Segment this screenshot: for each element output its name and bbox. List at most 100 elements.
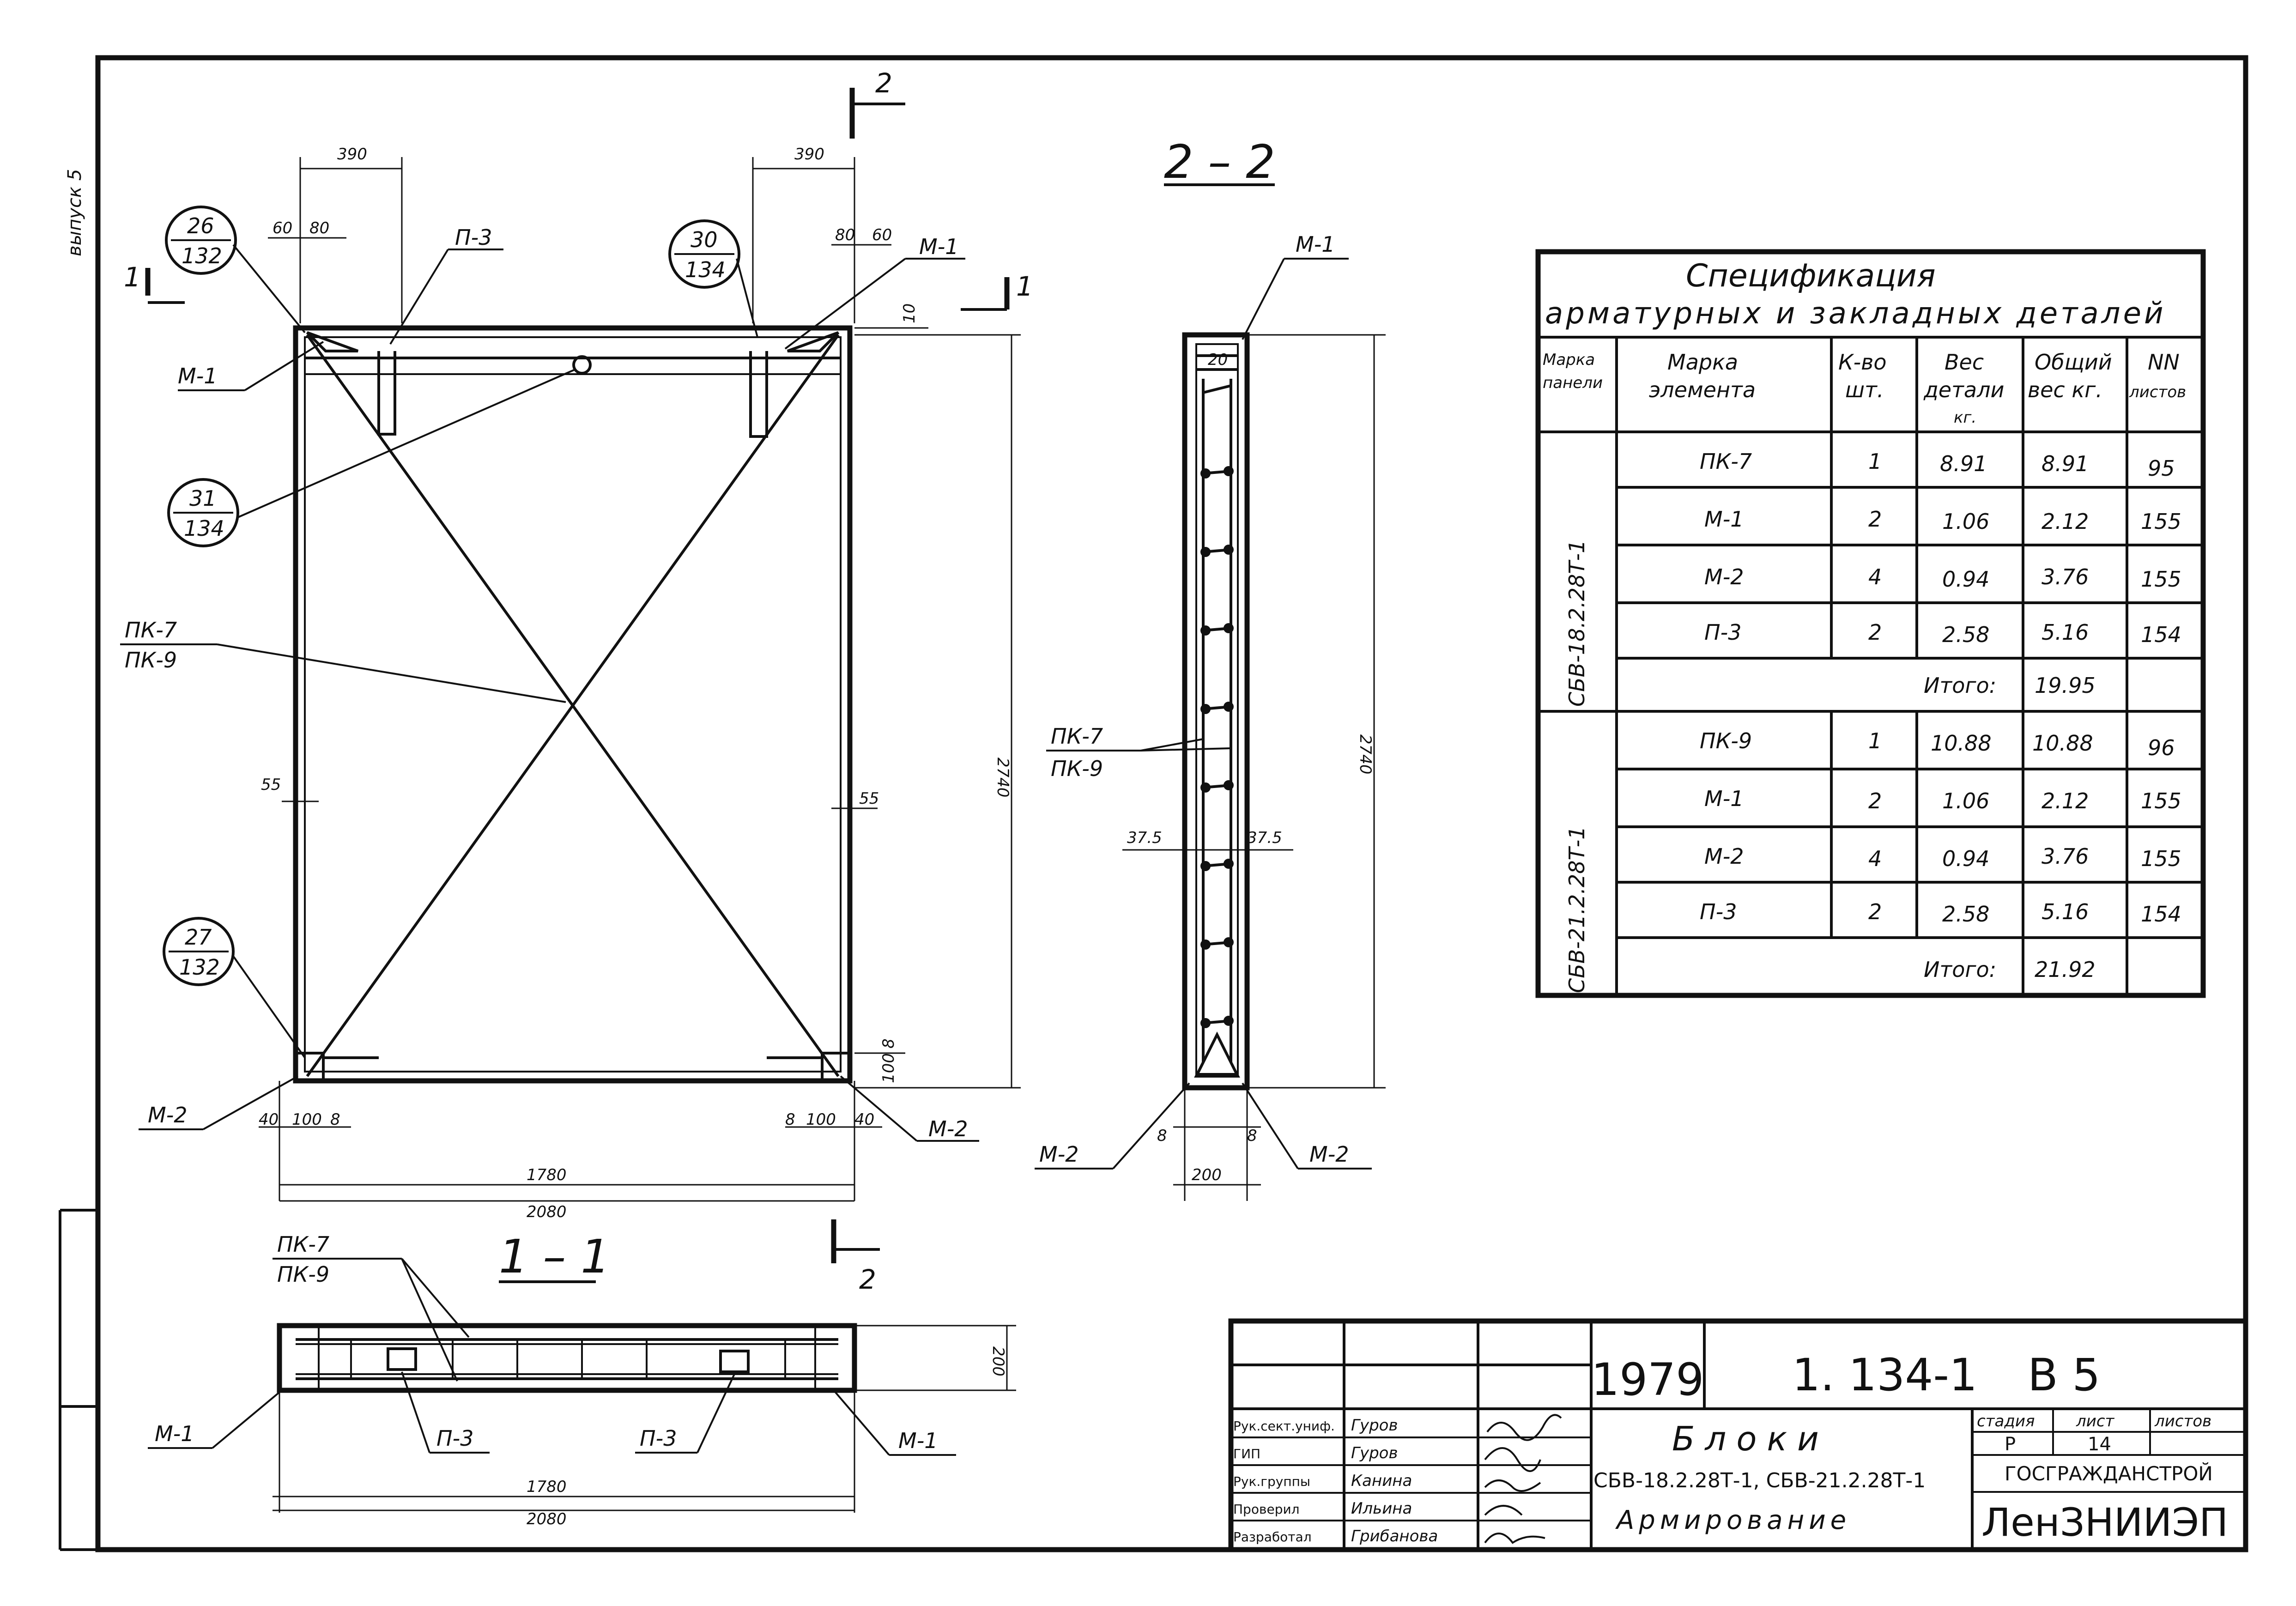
- spec-row: 155: [2141, 509, 2181, 534]
- dim-40-left: 40: [259, 1110, 279, 1129]
- section-2-2-dim-37-5-left: 37.5: [1127, 829, 1162, 847]
- spec-row: М-2: [1704, 844, 1744, 869]
- section-1-1-label-p3-left: П-3: [436, 1426, 473, 1451]
- svg-text:132: 132: [182, 243, 222, 268]
- spec-table: Спецификация арматурных и закладных дета…: [1535, 249, 2206, 998]
- spec-row: 0.94: [1942, 846, 1989, 871]
- spec-title-1: Спецификация: [1686, 258, 1936, 294]
- spec-row: 3.76: [2042, 564, 2089, 589]
- spec-h-w-2: детали: [1923, 377, 2004, 402]
- spec-row: 4: [1868, 564, 1882, 589]
- spec-row: 10.88: [1931, 731, 1992, 756]
- dim-40-right: 40: [854, 1110, 874, 1129]
- signatures: [1484, 1414, 1562, 1544]
- title-name-1: Блоки: [1672, 1419, 1829, 1458]
- svg-text:31: 31: [189, 486, 217, 511]
- cut-marker-2-top: 2: [849, 67, 905, 139]
- spec-title-2: арматурных и закладных деталей: [1545, 297, 2166, 331]
- plan-view: 390 390 60 80 80 60 10 2740 55 55 40 100…: [120, 67, 1033, 1295]
- spec-total-1: 19.95: [2035, 673, 2096, 698]
- panel-outline: [293, 325, 853, 1084]
- spec-row: 5.16: [2042, 899, 2089, 924]
- cut-marker-1-left: 1: [124, 261, 185, 304]
- section-1-1-label-p3-right: П-3: [640, 1426, 677, 1451]
- label-m2-left: М-2: [148, 1103, 188, 1127]
- spec-row: 2: [1868, 620, 1882, 645]
- spec-row: 1: [1868, 728, 1882, 753]
- spec-row: 2.12: [2042, 509, 2089, 534]
- label-p3: П-3: [455, 225, 492, 250]
- section-2-2-label-m1: М-1: [1296, 232, 1335, 257]
- dim-8-vertical: 8: [879, 1038, 898, 1048]
- spec-panel-1: СБВ-18.2.28Т-1: [1564, 540, 1589, 707]
- svg-text:30: 30: [691, 227, 718, 252]
- section-1-1-label-m1-right: М-1: [898, 1428, 938, 1453]
- title-org-1: ГОСГРАЖДАНСТРОЙ: [2005, 1462, 2213, 1485]
- title-name-3: Армирование: [1615, 1505, 1851, 1535]
- title-name: Гуров: [1351, 1444, 1398, 1462]
- dim-55-right: 55: [859, 789, 879, 808]
- dim-8-right: 8: [785, 1110, 795, 1129]
- title-sheet: 14: [2088, 1434, 2111, 1455]
- title-name-2: СБВ-18.2.28Т-1, СБВ-21.2.28Т-1: [1593, 1469, 1926, 1492]
- section-2-2-label-m2-right: М-2: [1309, 1142, 1349, 1167]
- ref-30-134: 30 134: [668, 219, 758, 338]
- spec-h-w-3: кг.: [1954, 408, 1976, 427]
- dim-60-left: 60: [273, 219, 292, 237]
- spec-h-tw-1: Общий: [2035, 350, 2112, 375]
- spec-row: 0.94: [1942, 567, 1989, 592]
- spec-row: 2: [1868, 507, 1882, 532]
- dim-10: 10: [900, 303, 919, 323]
- spec-h-panel-2: панели: [1543, 374, 1603, 392]
- section-2-2-dim-2740: 2740: [1356, 734, 1375, 775]
- dim-100-left: 100: [292, 1110, 322, 1129]
- spec-h-qty-1: К-во: [1838, 350, 1887, 375]
- spec-h-elem-2: элемента: [1649, 377, 1756, 402]
- dim-80-right: 80: [835, 226, 855, 244]
- section-1-1: 1 – 1 ПК-7 ПК-9 М-1 М-1 П-3 П: [148, 1230, 1016, 1528]
- ref-26-132: 26 132: [165, 206, 306, 333]
- section-1-1-dim-2080: 2080: [527, 1510, 567, 1528]
- spec-row: 1.06: [1942, 788, 1989, 813]
- title-name: Гуров: [1351, 1416, 1398, 1435]
- label-pk9: ПК-9: [125, 648, 177, 673]
- title-name: Канина: [1351, 1472, 1412, 1490]
- spec-row: ПК-9: [1700, 728, 1752, 753]
- spec-h-w-1: Вес: [1945, 350, 1984, 375]
- spec-row: 3.76: [2042, 844, 2089, 869]
- svg-text:2: 2: [875, 67, 892, 99]
- spec-row: 5.16: [2042, 620, 2089, 645]
- spec-row: 96: [2148, 735, 2175, 760]
- title-name: Ильина: [1351, 1499, 1412, 1518]
- spec-row: М-1: [1704, 786, 1744, 811]
- binding-strip: [59, 1209, 98, 1551]
- title-issue: В 5: [2028, 1349, 2100, 1401]
- spec-row: 154: [2141, 622, 2181, 647]
- spec-row: ПК-7: [1700, 449, 1752, 474]
- spec-row: 1.06: [1942, 509, 1989, 534]
- spec-row: 2: [1868, 899, 1882, 924]
- diagonal-2: [306, 334, 840, 1077]
- title-stage: Р: [2005, 1434, 2016, 1455]
- dim-100-vertical: 100: [879, 1053, 898, 1083]
- title-sheets-header: листов: [2154, 1412, 2211, 1430]
- title-year: 1979: [1591, 1354, 1704, 1406]
- panel-inner: [304, 336, 842, 1073]
- spec-h-sheets-2: листов: [2129, 383, 2186, 401]
- section-2-2-label-m2-left: М-2: [1039, 1142, 1079, 1167]
- spec-h-elem-1: Марка: [1667, 350, 1738, 375]
- title-org-2: ЛенЗНИИЭП: [1981, 1500, 2228, 1545]
- section-1-1-label-pk9: ПК-9: [277, 1262, 329, 1287]
- label-pk7: ПК-7: [125, 618, 177, 642]
- spec-row: М-2: [1704, 564, 1744, 589]
- svg-text:2: 2: [859, 1264, 876, 1295]
- section-2-2-dim-200: 200: [1192, 1166, 1222, 1184]
- section-2-2-dim-37-5-right: 37.5: [1247, 829, 1282, 847]
- title-code: 1. 134-1: [1792, 1349, 1977, 1401]
- title-role: Рук.сект.униф.: [1233, 1418, 1335, 1434]
- title-sheet-header: лист: [2076, 1412, 2115, 1430]
- spec-row: 2.12: [2042, 788, 2089, 813]
- margin-note: выпуск 5: [64, 169, 85, 256]
- section-2-2-label-pk9: ПК-9: [1051, 756, 1103, 781]
